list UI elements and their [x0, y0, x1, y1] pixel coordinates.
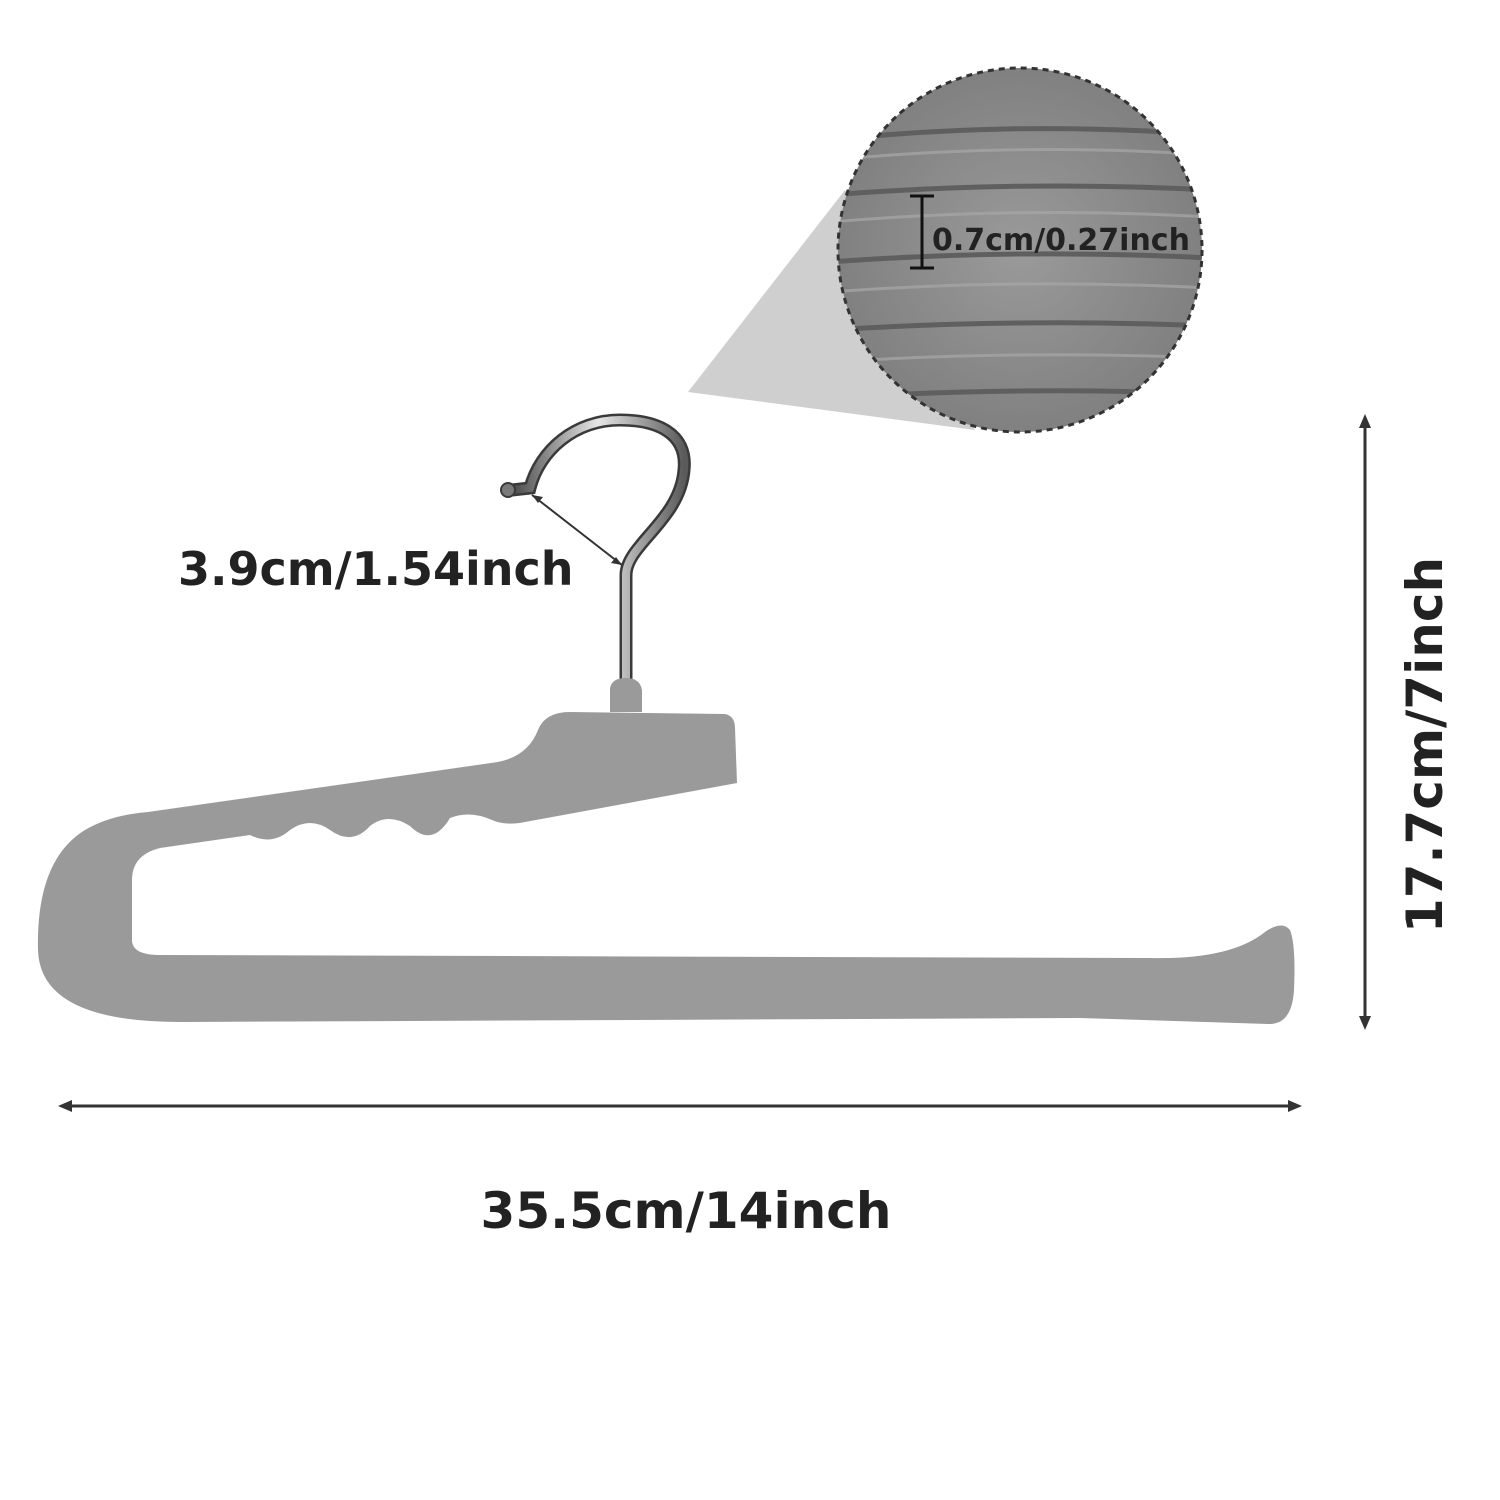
hanger-hook	[500, 413, 691, 687]
height-dimension	[1359, 414, 1371, 1030]
hanger-body	[37, 678, 1295, 1025]
rib-spacing-marker	[910, 194, 934, 270]
hanger-frame	[37, 712, 1295, 1025]
hook-opening-dimension	[531, 494, 623, 566]
hook-opening-label: 3.9cm/1.54inch	[178, 542, 574, 596]
height-label: 17.7cm/7inch	[1396, 557, 1454, 933]
rib-spacing-label: 0.7cm/0.27inch	[932, 223, 1190, 258]
width-label: 35.5cm/14inch	[481, 1182, 892, 1240]
zoom-detail: 0.7cm/0.27inch	[836, 66, 1204, 434]
width-dimension	[58, 1100, 1302, 1112]
